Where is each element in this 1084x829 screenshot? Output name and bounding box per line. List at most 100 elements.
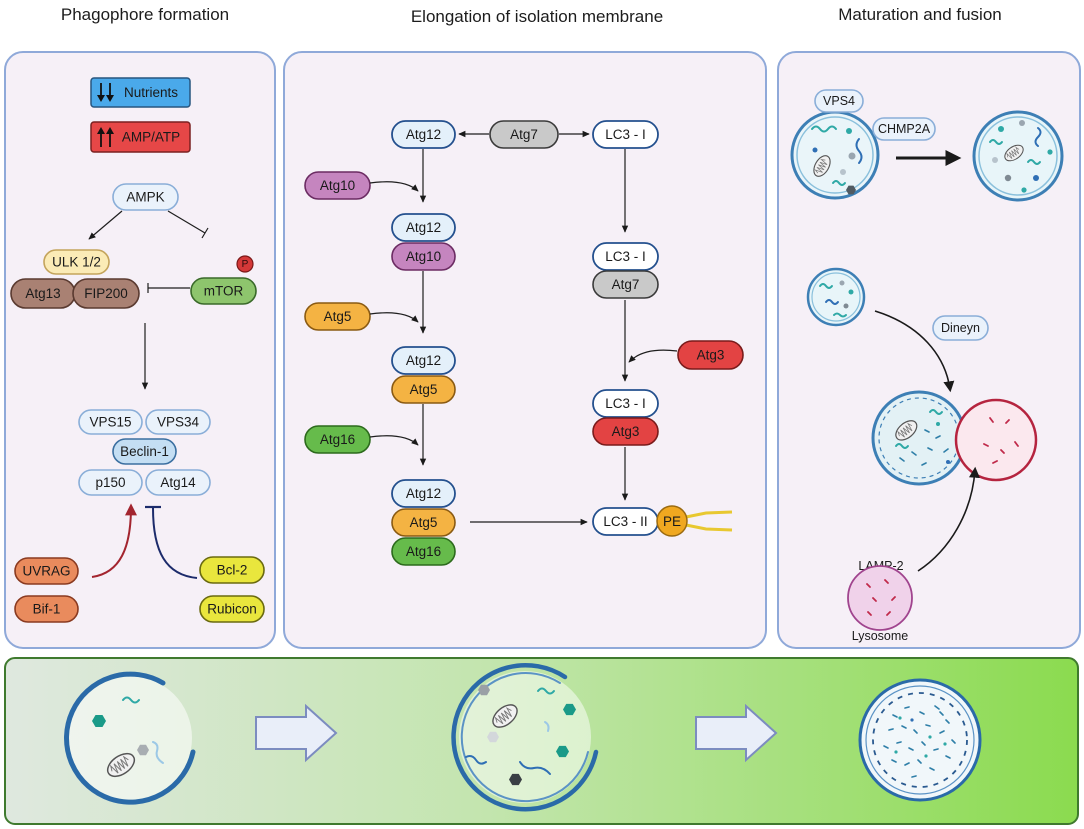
atg14-label: Atg14 (160, 475, 196, 490)
atg16-label: Atg16 (320, 432, 355, 447)
rubicon-shape (199, 595, 265, 623)
nutrients-label: Nutrients (124, 85, 178, 100)
ulk-node: ULK 1/2 (43, 249, 110, 275)
lc3-i-label: LC3 - I (605, 127, 646, 142)
maturation-title: Maturation and fusion (838, 5, 1002, 24)
pe-lipid: PE (656, 505, 733, 537)
atg16-join-arrow (369, 435, 419, 446)
nutrients-box: Nutrients (90, 77, 191, 108)
phagophore-stage (64, 671, 196, 805)
fip200-shape (72, 278, 140, 309)
lysosome-label: Lysosome (852, 629, 909, 643)
p150-shape (78, 469, 143, 496)
atg5-node: Atg5 (304, 302, 371, 331)
mtor-node: mTOR (190, 277, 257, 305)
atg10-node: Atg10 (304, 171, 371, 200)
uvrag-label: UVRAG (22, 564, 70, 579)
dineyn-node: Dineyn (932, 315, 989, 341)
fusing-lysosome (954, 398, 1038, 482)
fip200-node: FIP200 (72, 278, 140, 309)
ampk-to-ulk-arrow (88, 210, 123, 240)
vps4-node: VPS4 (814, 89, 864, 113)
atg3-label: Atg3 (697, 348, 725, 363)
rubicon-node: Rubicon (199, 595, 265, 623)
down-arrows-icon (97, 83, 114, 102)
complex-atg10-shape (391, 242, 456, 271)
atg12-label: Atg12 (406, 127, 441, 142)
atg13-label: Atg13 (25, 286, 60, 301)
lc3-i-atg7-complex: LC3 - I Atg7 (592, 242, 659, 299)
atg16-shape (304, 425, 371, 454)
complex-atg5-label: Atg5 (410, 515, 438, 530)
pe-head-shape (656, 505, 688, 537)
bif1-shape (14, 595, 79, 623)
bif1-node: Bif-1 (14, 595, 79, 623)
lipid-tail-icon (685, 523, 733, 532)
lc3-ii-node: LC3 - II (592, 507, 659, 536)
small-autophagosome-vesicle (806, 267, 866, 327)
complex-atg5-shape (391, 375, 456, 404)
dineyn-label: Dineyn (941, 321, 980, 335)
atg16-node: Atg16 (304, 425, 371, 454)
mtor-shape (190, 277, 257, 305)
transport-arrow (874, 310, 955, 393)
lysosome (847, 565, 913, 631)
elongation-title: Elongation of isolation membrane (411, 7, 663, 26)
atg12-shape (391, 120, 456, 149)
elongation-panel: Atg12 Atg7 LC3 - I Atg10 Atg12 Atg10 At (283, 51, 767, 649)
atg3-join-arrow (628, 349, 678, 363)
up-arrows-icon (97, 127, 114, 147)
ulk-shape (43, 249, 110, 275)
p150-node: p150 (78, 469, 143, 496)
complex-lc3-i-shape (592, 389, 659, 418)
uvrag-node: UVRAG (14, 557, 79, 585)
ulk-label: ULK 1/2 (52, 255, 101, 270)
lc3-ii-label: LC3 - II (603, 514, 647, 529)
activation-arrow (91, 503, 137, 578)
inner-membrane (460, 672, 589, 803)
chmp2a-shape (872, 117, 936, 141)
atg7-shape (489, 120, 559, 149)
complex-atg5-shape (391, 508, 456, 537)
pe-label: PE (663, 514, 681, 529)
complex-atg16-label: Atg16 (406, 544, 441, 559)
maturation-panel: VPS4 CHMP2A (777, 51, 1081, 649)
outer-membrane (451, 662, 599, 812)
vps34-label: VPS34 (157, 415, 200, 430)
complex-atg12-shape (391, 479, 456, 508)
phagophore-formation-title: Phagophore formation (61, 5, 229, 24)
amp-atp-label: AMP/ATP (122, 130, 180, 145)
phagophore-membrane (64, 671, 196, 805)
lipid-tail-icon (685, 510, 733, 519)
complex-atg3-shape (592, 417, 659, 446)
lysosome-fusion-arrow (917, 466, 980, 572)
atg7-label: Atg7 (510, 127, 538, 142)
complex-atg12-label: Atg12 (406, 220, 441, 235)
ampk-node: AMPK (112, 183, 179, 211)
complex-atg7-shape (592, 270, 659, 299)
stage-strip-panel (4, 657, 1079, 825)
atg5-shape (304, 302, 371, 331)
autophagosome-stage (451, 662, 599, 812)
atg12-atg5-atg16-complex: Atg12 Atg5 Atg16 (391, 479, 456, 566)
complex-lc3-i-label: LC3 - I (605, 396, 646, 411)
fip200-label: FIP200 (84, 286, 128, 301)
ampk-shape (112, 183, 179, 211)
closing-phagophore-vesicle (790, 110, 880, 200)
atg5-label: Atg5 (324, 309, 352, 324)
autolysosome-stage (858, 678, 982, 802)
uvrag-shape (14, 557, 79, 585)
amp-atp-box: AMP/ATP (90, 121, 191, 153)
atg10-label: Atg10 (320, 178, 355, 193)
block-arrow-icon (255, 703, 338, 763)
vps4-label: VPS4 (823, 94, 855, 108)
complex-atg12-label: Atg12 (406, 486, 441, 501)
chmp2a-node: CHMP2A (872, 117, 936, 141)
atg12-node: Atg12 (391, 120, 456, 149)
phosphate-label: P (242, 259, 249, 270)
complex-atg10-label: Atg10 (406, 249, 441, 264)
lc3-i-shape (592, 120, 659, 149)
panel-frame (4, 51, 276, 649)
fusing-autophagosome (871, 390, 967, 486)
